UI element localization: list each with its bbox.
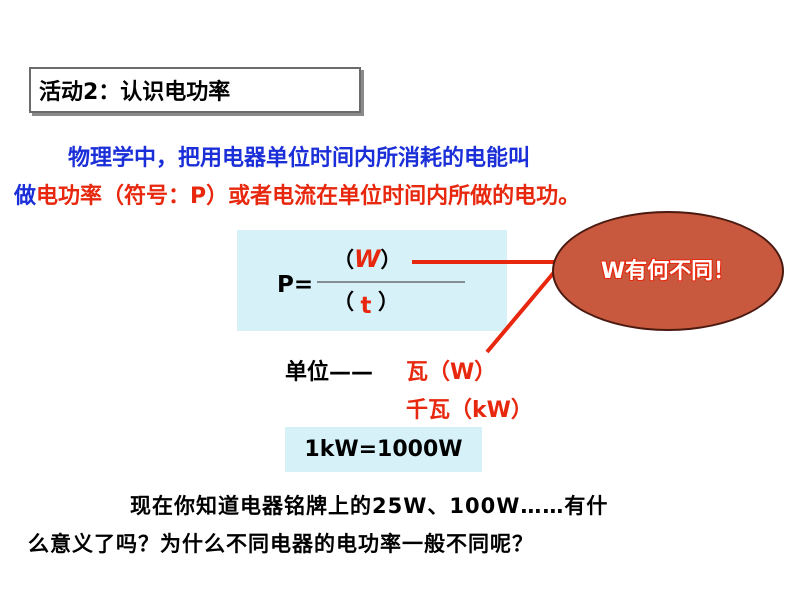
formula-denominator: （t） <box>333 286 399 319</box>
question-line-2: 么意义了吗？为什么不同电器的电功率一般不同呢？ <box>28 532 534 556</box>
conversion-box: 1kW=1000W <box>285 427 482 472</box>
numerator-close-paren: ） <box>380 248 402 272</box>
definition-line-1: 物理学中，把用电器单位时间内所消耗的电能叫 <box>68 146 531 171</box>
callout-text: W有何不同！ <box>600 259 736 284</box>
activity-title: 活动2：认识电功率 <box>29 67 361 113</box>
formula-box <box>237 230 507 331</box>
denominator-close-paren: ） <box>378 290 399 314</box>
definition-line-2-rest: 电功率（符号：P）或者电流在单位时间内所做的电功。 <box>36 184 581 209</box>
formula-numerator: （W） <box>333 244 401 274</box>
unit-kilowatt: 千瓦（kW） <box>406 398 533 423</box>
callout-connector-bottom <box>485 268 558 354</box>
numerator-open-paren: （ <box>333 248 354 272</box>
question-line-1: 现在你知道电器铭牌上的25W、100W……有什 <box>130 494 609 518</box>
unit-label: 单位—— <box>285 360 374 385</box>
formula-lhs: P= <box>277 272 314 298</box>
callout-ellipse: W有何不同！ <box>552 211 784 331</box>
definition-line-2: 做电功率（符号：P）或者电流在单位时间内所做的电功。 <box>14 178 580 210</box>
definition-line-2-prefix: 做 <box>14 184 37 209</box>
denominator-open-paren: （ <box>333 290 354 314</box>
denominator-variable: t <box>360 293 372 319</box>
numerator-variable: W <box>354 245 381 273</box>
unit-watt: 瓦（W） <box>406 360 497 385</box>
